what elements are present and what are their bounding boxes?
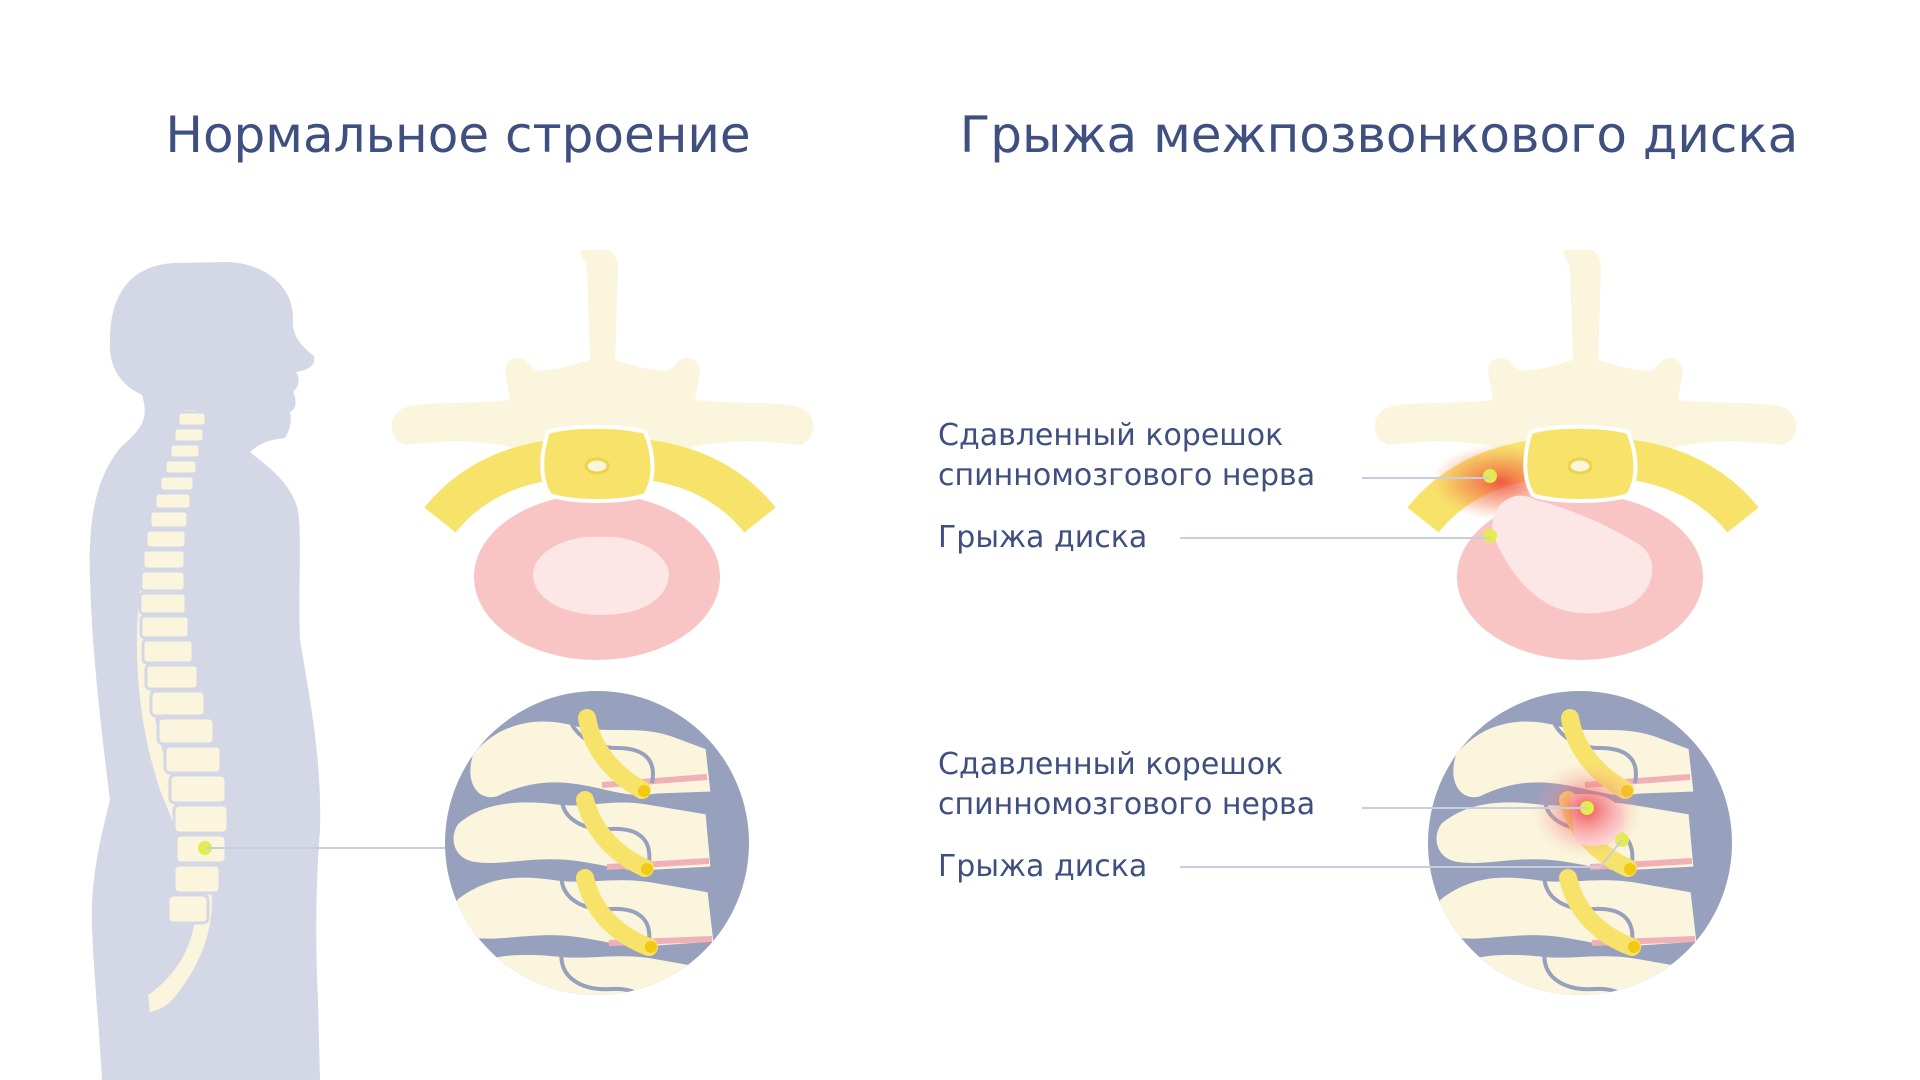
closeup-normal <box>437 683 757 1023</box>
label-bottom-nerve-line1: Сдавленный корешок <box>938 747 1283 782</box>
title-hernia: Грыжа межпозвонкового диска <box>960 106 1798 164</box>
label-top-nerve-line1: Сдавленный корешок <box>938 418 1283 453</box>
leader-bottom-hernia <box>1180 839 1623 868</box>
closeup-hernia <box>1420 683 1740 1023</box>
spine-column <box>136 410 230 1012</box>
title-normal: Нормальное строение <box>165 106 750 164</box>
vertebra-top-view-normal <box>391 250 814 660</box>
label-top-nerve-line2: спинномозгового нерва <box>938 458 1315 493</box>
nerve-marker-top <box>1483 469 1497 483</box>
label-top-hernia: Грыжа диска <box>938 520 1147 555</box>
vertebra-top-view-hernia <box>1374 250 1797 660</box>
human-silhouette <box>89 262 321 1080</box>
hernia-marker-top <box>1483 529 1497 543</box>
label-bottom-nerve-line2: спинномозгового нерва <box>938 787 1315 822</box>
label-bottom-hernia: Грыжа диска <box>938 849 1147 884</box>
